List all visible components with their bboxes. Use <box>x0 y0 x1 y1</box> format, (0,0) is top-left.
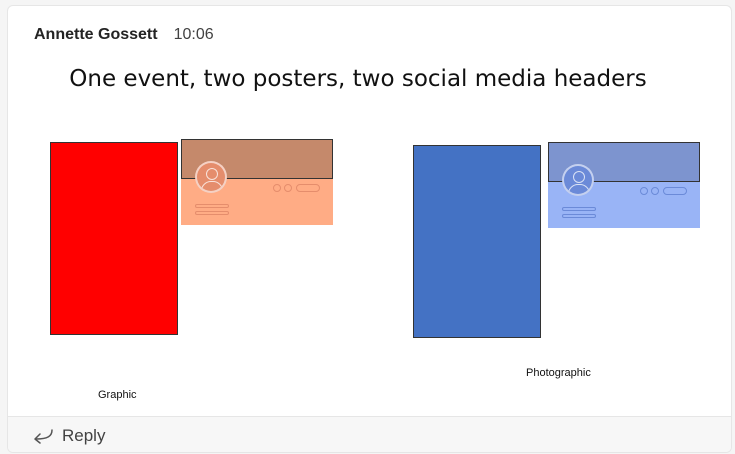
dot-icon <box>640 187 648 195</box>
photographic-social-header <box>548 142 700 228</box>
text-line-placeholder <box>195 211 229 215</box>
dot-icon <box>651 187 659 195</box>
message-time: 10:06 <box>173 26 214 43</box>
graphic-poster <box>50 142 178 335</box>
profile-avatar-icon <box>195 161 227 193</box>
text-line-placeholder <box>562 214 596 218</box>
reply-arrow-icon <box>34 429 53 444</box>
dot-icon <box>273 184 281 192</box>
message-footer: Reply <box>8 416 731 452</box>
reply-label: Reply <box>62 426 106 445</box>
pill-button-icon <box>663 187 687 195</box>
graphic-caption: Graphic <box>98 389 137 401</box>
attached-slide-image[interactable]: One event, two posters, two social media… <box>8 56 731 416</box>
photographic-poster <box>413 145 541 338</box>
reply-button[interactable]: Reply <box>32 426 105 446</box>
profile-avatar-icon <box>562 164 594 196</box>
text-line-placeholder <box>562 207 596 211</box>
graphic-social-header <box>181 139 333 225</box>
dot-icon <box>284 184 292 192</box>
message-card: Annette Gossett 10:06 One event, two pos… <box>7 5 732 453</box>
photographic-caption: Photographic <box>526 367 591 379</box>
text-line-placeholder <box>195 204 229 208</box>
message-header: Annette Gossett 10:06 <box>34 26 214 44</box>
author-name[interactable]: Annette Gossett <box>34 26 158 43</box>
pill-button-icon <box>296 184 320 192</box>
slide-title: One event, two posters, two social media… <box>69 66 647 92</box>
